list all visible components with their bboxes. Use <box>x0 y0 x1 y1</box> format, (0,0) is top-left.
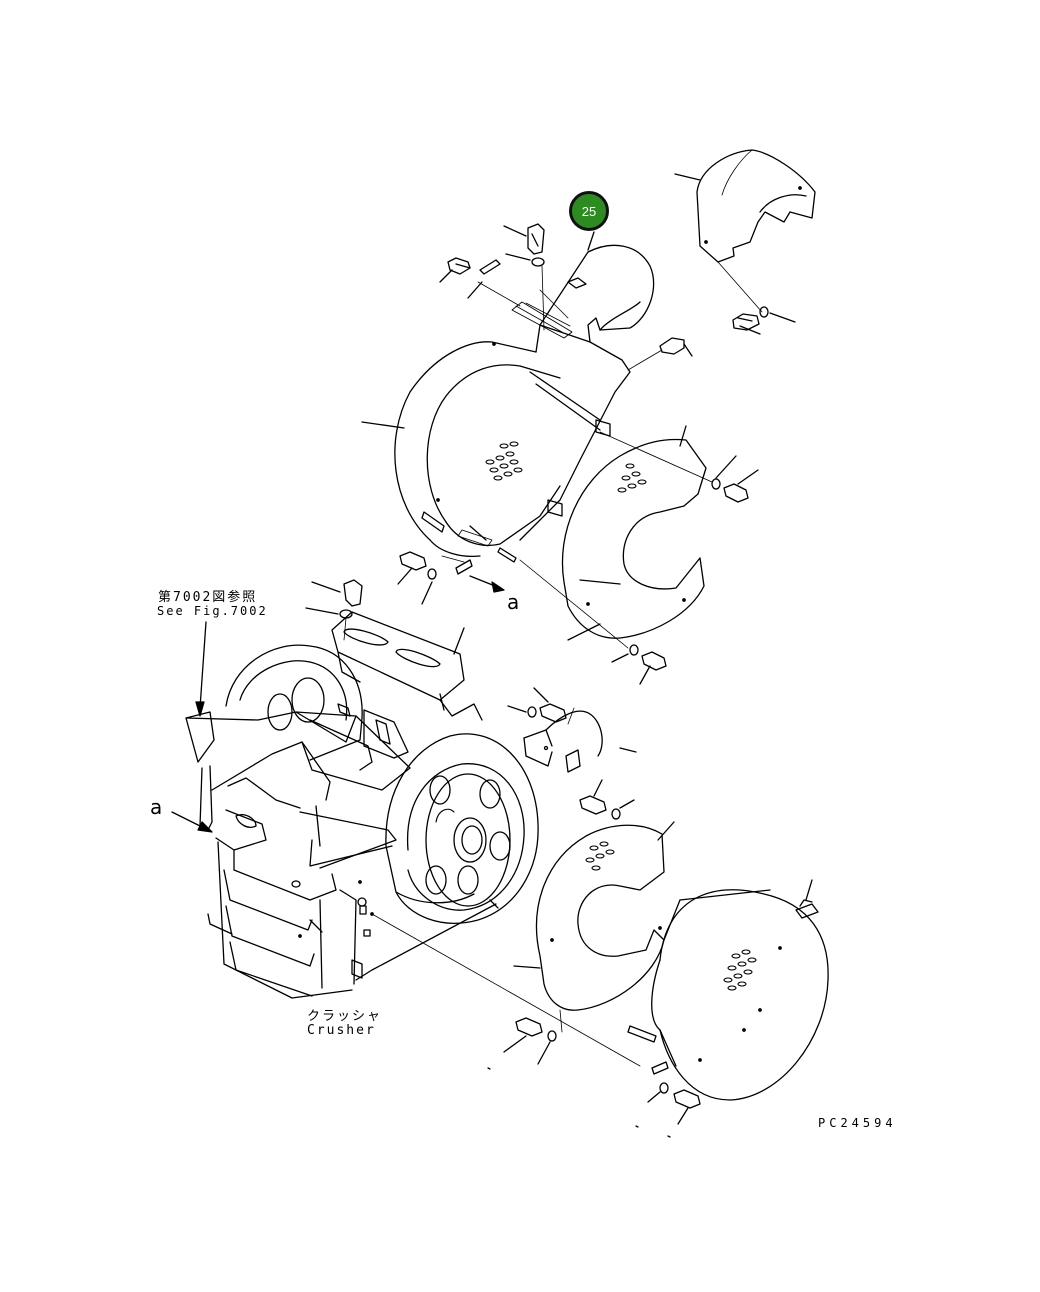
leader-line <box>538 1042 550 1064</box>
leader-line <box>568 624 600 640</box>
crusher-body[interactable] <box>186 645 496 998</box>
leader-line <box>422 582 432 604</box>
view-marker-a-left: a <box>150 795 163 819</box>
leader-line <box>594 780 602 796</box>
leader-line <box>740 326 760 334</box>
leader-line <box>770 313 795 322</box>
leader-line <box>716 456 736 478</box>
leader-line <box>806 880 812 900</box>
leader-line <box>312 582 340 592</box>
upper-belt-cover[interactable] <box>512 232 654 540</box>
leader-line <box>684 344 692 356</box>
leader-line <box>648 1092 660 1102</box>
bolt-washer-set-bottom[interactable] <box>488 1010 700 1137</box>
leader-line <box>620 748 636 752</box>
crusher-label-jp: クラッシャ <box>307 1009 383 1024</box>
leader-line <box>738 470 758 484</box>
leader-line <box>658 822 674 840</box>
bolt-washer-set-top[interactable] <box>440 224 692 370</box>
leader-line <box>514 966 540 968</box>
leader-line <box>454 628 464 654</box>
lower-drum-cover[interactable] <box>372 880 828 1100</box>
bolt-washer-set-middle[interactable] <box>398 552 504 604</box>
reference-label-en: See Fig.7002 <box>157 604 268 618</box>
bolt-washer-set-top-right[interactable] <box>718 262 795 334</box>
leader-line <box>588 232 594 250</box>
leader-line <box>440 270 452 282</box>
view-marker-a-upper: a <box>507 590 520 614</box>
drawing-code: PC24594 <box>818 1116 897 1130</box>
leader-line <box>675 174 700 180</box>
middle-mounting-bracket[interactable] <box>524 708 636 772</box>
leader-line <box>678 1108 688 1124</box>
leader-line <box>398 568 412 584</box>
leader-line <box>612 654 628 662</box>
bolt-washer-set-upper-right[interactable] <box>520 432 758 684</box>
crusher-label-en: Crusher <box>307 1023 376 1038</box>
leader-line <box>534 688 548 702</box>
callout-number: 25 <box>581 203 597 219</box>
leader-line <box>362 422 404 428</box>
leader-line <box>640 666 650 684</box>
view-a-arrow-left <box>172 812 212 832</box>
upper-cover-plate[interactable] <box>562 426 706 640</box>
reference-arrow <box>196 622 206 716</box>
main-flywheel[interactable] <box>359 734 538 923</box>
leader-line <box>508 706 526 712</box>
upper-flywheel-cover-shell[interactable] <box>362 342 610 562</box>
leader-line <box>468 282 482 298</box>
part-callout-25[interactable]: 25 <box>569 191 609 231</box>
bolt-washer-set-left[interactable] <box>306 580 362 640</box>
bolt-washer-set-center[interactable] <box>508 688 566 722</box>
bolt-washer-set-lower-middle[interactable] <box>580 780 634 819</box>
leader-line <box>680 426 686 446</box>
leader-line <box>504 226 526 236</box>
leader-line <box>620 800 634 808</box>
upper-half-cover[interactable] <box>675 150 815 262</box>
lower-cover-plate[interactable] <box>514 822 674 1010</box>
leader-line <box>506 254 530 260</box>
upper-guard-bracket[interactable] <box>332 612 482 720</box>
leader-line <box>306 608 338 614</box>
reference-label-jp: 第7002図参照 <box>158 590 258 605</box>
leader-line <box>504 1036 526 1052</box>
